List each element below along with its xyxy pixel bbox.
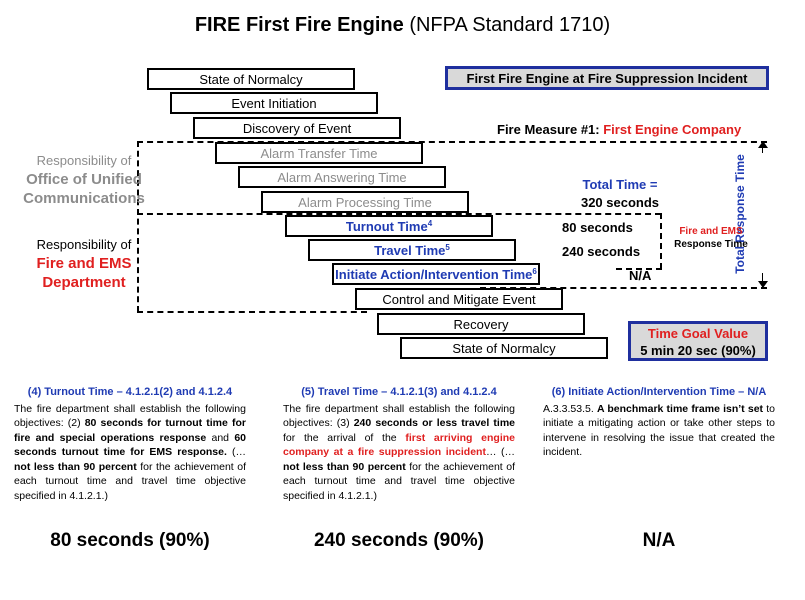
fire-ems-response-time: Fire and EMS Response Time — [674, 226, 748, 250]
initiate-text: A.3.3.53.5. A benchmark time frame isn’t… — [543, 402, 775, 459]
step-recovery: Recovery — [377, 313, 585, 335]
step-alarm-processing-time: Alarm Processing Time — [261, 191, 469, 213]
dashed-line-fire-bottom — [137, 311, 367, 313]
travel-value: 240 seconds — [562, 244, 641, 259]
travel-text: The fire department shall establish the … — [283, 402, 516, 502]
step-state-of-normalcy-start: State of Normalcy — [147, 68, 355, 90]
turnout-heading: (4) Turnout Time – 4.1.2.1(2) and 4.1.2.… — [27, 386, 233, 398]
step-alarm-answering-time: Alarm Answering Time — [238, 166, 446, 188]
dashed-line-comm-bottom — [137, 213, 661, 215]
dashed-line-response-mid — [616, 268, 662, 270]
step-alarm-transfer-time: Alarm Transfer Time — [215, 142, 423, 164]
step-event-initiation: Event Initiation — [170, 92, 378, 114]
arrow-head-up — [758, 141, 768, 148]
responsibility-communications: Responsibility of Office of Unified Comm… — [23, 153, 145, 207]
fire-measure-prefix: Fire Measure #1: — [497, 122, 600, 137]
initiate-value: N/A — [629, 268, 652, 283]
step-discovery-of-event: Discovery of Event — [193, 117, 401, 139]
step-state-of-normalcy-end: State of Normalcy — [400, 337, 608, 359]
total-response-time-label: Total Response Time — [733, 154, 747, 274]
header-box: First Fire Engine at Fire Suppression In… — [445, 66, 769, 90]
dashed-line-left — [137, 141, 139, 312]
time-goal-box: Time Goal Value 5 min 20 sec (90%) — [628, 321, 768, 361]
page-title: FIRE First Fire Engine (NFPA Standard 17… — [194, 14, 611, 36]
travel-result: 240 seconds (90%) — [313, 530, 485, 551]
initiate-description: (6) Initiate Action/Intervention Time – … — [543, 385, 775, 460]
responsibility-fire-ems: Responsibility of Fire and EMS Departmen… — [36, 237, 132, 291]
step-control-and-mitigate: Control and Mitigate Event — [355, 288, 563, 310]
turnout-result: 80 seconds (90%) — [50, 530, 210, 551]
dashed-line-response-right — [660, 213, 662, 269]
turnout-description: (4) Turnout Time – 4.1.2.1(2) and 4.1.2.… — [14, 385, 246, 503]
time-goal-label: Time Goal Value — [647, 326, 749, 341]
total-time: Total Time = 320 seconds — [580, 177, 660, 210]
dashed-line-comm-top — [137, 141, 767, 143]
time-goal-value: 5 min 20 sec (90%) — [640, 343, 756, 358]
fire-measure: Fire Measure #1: First Engine Company — [497, 122, 741, 137]
turnout-value: 80 seconds — [562, 220, 633, 235]
initiate-result: N/A — [642, 530, 676, 551]
arrow-head-down — [758, 281, 768, 288]
dashed-line-response-top — [480, 287, 767, 289]
fire-measure-value: First Engine Company — [603, 122, 742, 137]
arrow-bg — [748, 153, 768, 273]
travel-description: (5) Travel Time – 4.1.2.1(3) and 4.1.2.4… — [283, 385, 515, 503]
travel-heading: (5) Travel Time – 4.1.2.1(3) and 4.1.2.4 — [301, 386, 497, 398]
turnout-text: The fire department shall establish the … — [14, 402, 247, 502]
initiate-heading: (6) Initiate Action/Intervention Time – … — [551, 386, 767, 398]
